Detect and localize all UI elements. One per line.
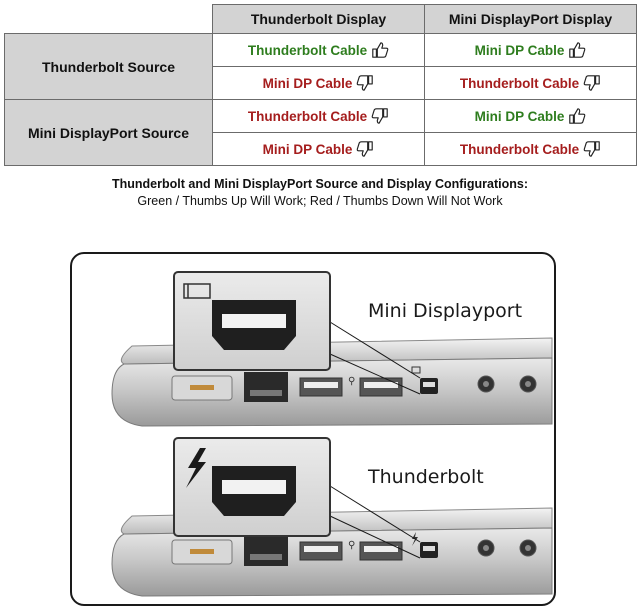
thunderbolt-label: Thunderbolt bbox=[368, 466, 484, 488]
header-thunderbolt-display: Thunderbolt Display bbox=[212, 4, 425, 34]
table-cell: Thunderbolt Cable bbox=[424, 66, 637, 100]
cable-label: Thunderbolt Cable bbox=[459, 76, 580, 91]
laptop-top: ⚲ bbox=[111, 271, 553, 427]
row-header-source: Thunderbolt Source bbox=[4, 33, 213, 100]
table-header-row: Thunderbolt Display Mini DisplayPort Dis… bbox=[4, 4, 637, 34]
table-cell: Mini DP Cable bbox=[212, 132, 425, 166]
table-cell: Mini DP Cable bbox=[424, 99, 637, 133]
laptop-bottom: ⚲ bbox=[111, 437, 553, 597]
cable-label: Thunderbolt Cable bbox=[247, 109, 368, 124]
port-illustration: ⚲ bbox=[70, 252, 556, 606]
mini-displayport-label: Mini Displayport bbox=[368, 300, 523, 322]
compatibility-table: Thunderbolt Display Mini DisplayPort Dis… bbox=[4, 4, 637, 166]
lightning-bolt-icon bbox=[186, 448, 206, 488]
ethernet-port-bottom bbox=[244, 536, 288, 566]
table-row: Mini DP Cable Thunderbolt Cable bbox=[5, 66, 637, 100]
caption-legend: Green / Thumbs Up Will Work; Red / Thumb… bbox=[137, 194, 503, 208]
cable-label: Mini DP Cable bbox=[474, 109, 565, 124]
thumbs-down-icon bbox=[579, 141, 601, 157]
table-corner bbox=[4, 4, 213, 34]
cable-label: Mini DP Cable bbox=[474, 43, 565, 58]
ethernet-port bbox=[244, 372, 288, 402]
cable-label: Thunderbolt Cable bbox=[459, 142, 580, 157]
cable-label: Thunderbolt Cable bbox=[247, 43, 368, 58]
thumbs-down-icon bbox=[579, 75, 601, 91]
display-port-icon bbox=[183, 283, 211, 299]
caption-title: Thunderbolt and Mini DisplayPort Source … bbox=[112, 177, 528, 191]
table-row: Mini DP Cable Thunderbolt Cable bbox=[5, 132, 637, 166]
thumbs-up-icon bbox=[564, 108, 586, 124]
table-cell: Mini DP Cable bbox=[424, 33, 637, 67]
thumbs-down-icon bbox=[352, 141, 374, 157]
thumbs-up-icon bbox=[564, 42, 586, 58]
table-cell: Mini DP Cable bbox=[212, 66, 425, 100]
thumbs-down-icon bbox=[352, 75, 374, 91]
thumbs-down-icon bbox=[367, 108, 389, 124]
svg-text:⚲: ⚲ bbox=[348, 376, 355, 387]
table-cell: Thunderbolt Cable bbox=[212, 33, 425, 67]
laptop-ports-drawing: ⚲ bbox=[111, 271, 553, 597]
table-caption: Thunderbolt and Mini DisplayPort Source … bbox=[0, 176, 640, 210]
header-mini-displayport-display: Mini DisplayPort Display bbox=[424, 4, 637, 34]
thumbs-up-icon bbox=[367, 42, 389, 58]
cable-label: Mini DP Cable bbox=[262, 142, 353, 157]
cable-label: Mini DP Cable bbox=[262, 76, 353, 91]
svg-text:⚲: ⚲ bbox=[348, 540, 355, 551]
row-header-source: Mini DisplayPort Source bbox=[4, 99, 213, 166]
table-cell: Thunderbolt Cable bbox=[212, 99, 425, 133]
table-cell: Thunderbolt Cable bbox=[424, 132, 637, 166]
